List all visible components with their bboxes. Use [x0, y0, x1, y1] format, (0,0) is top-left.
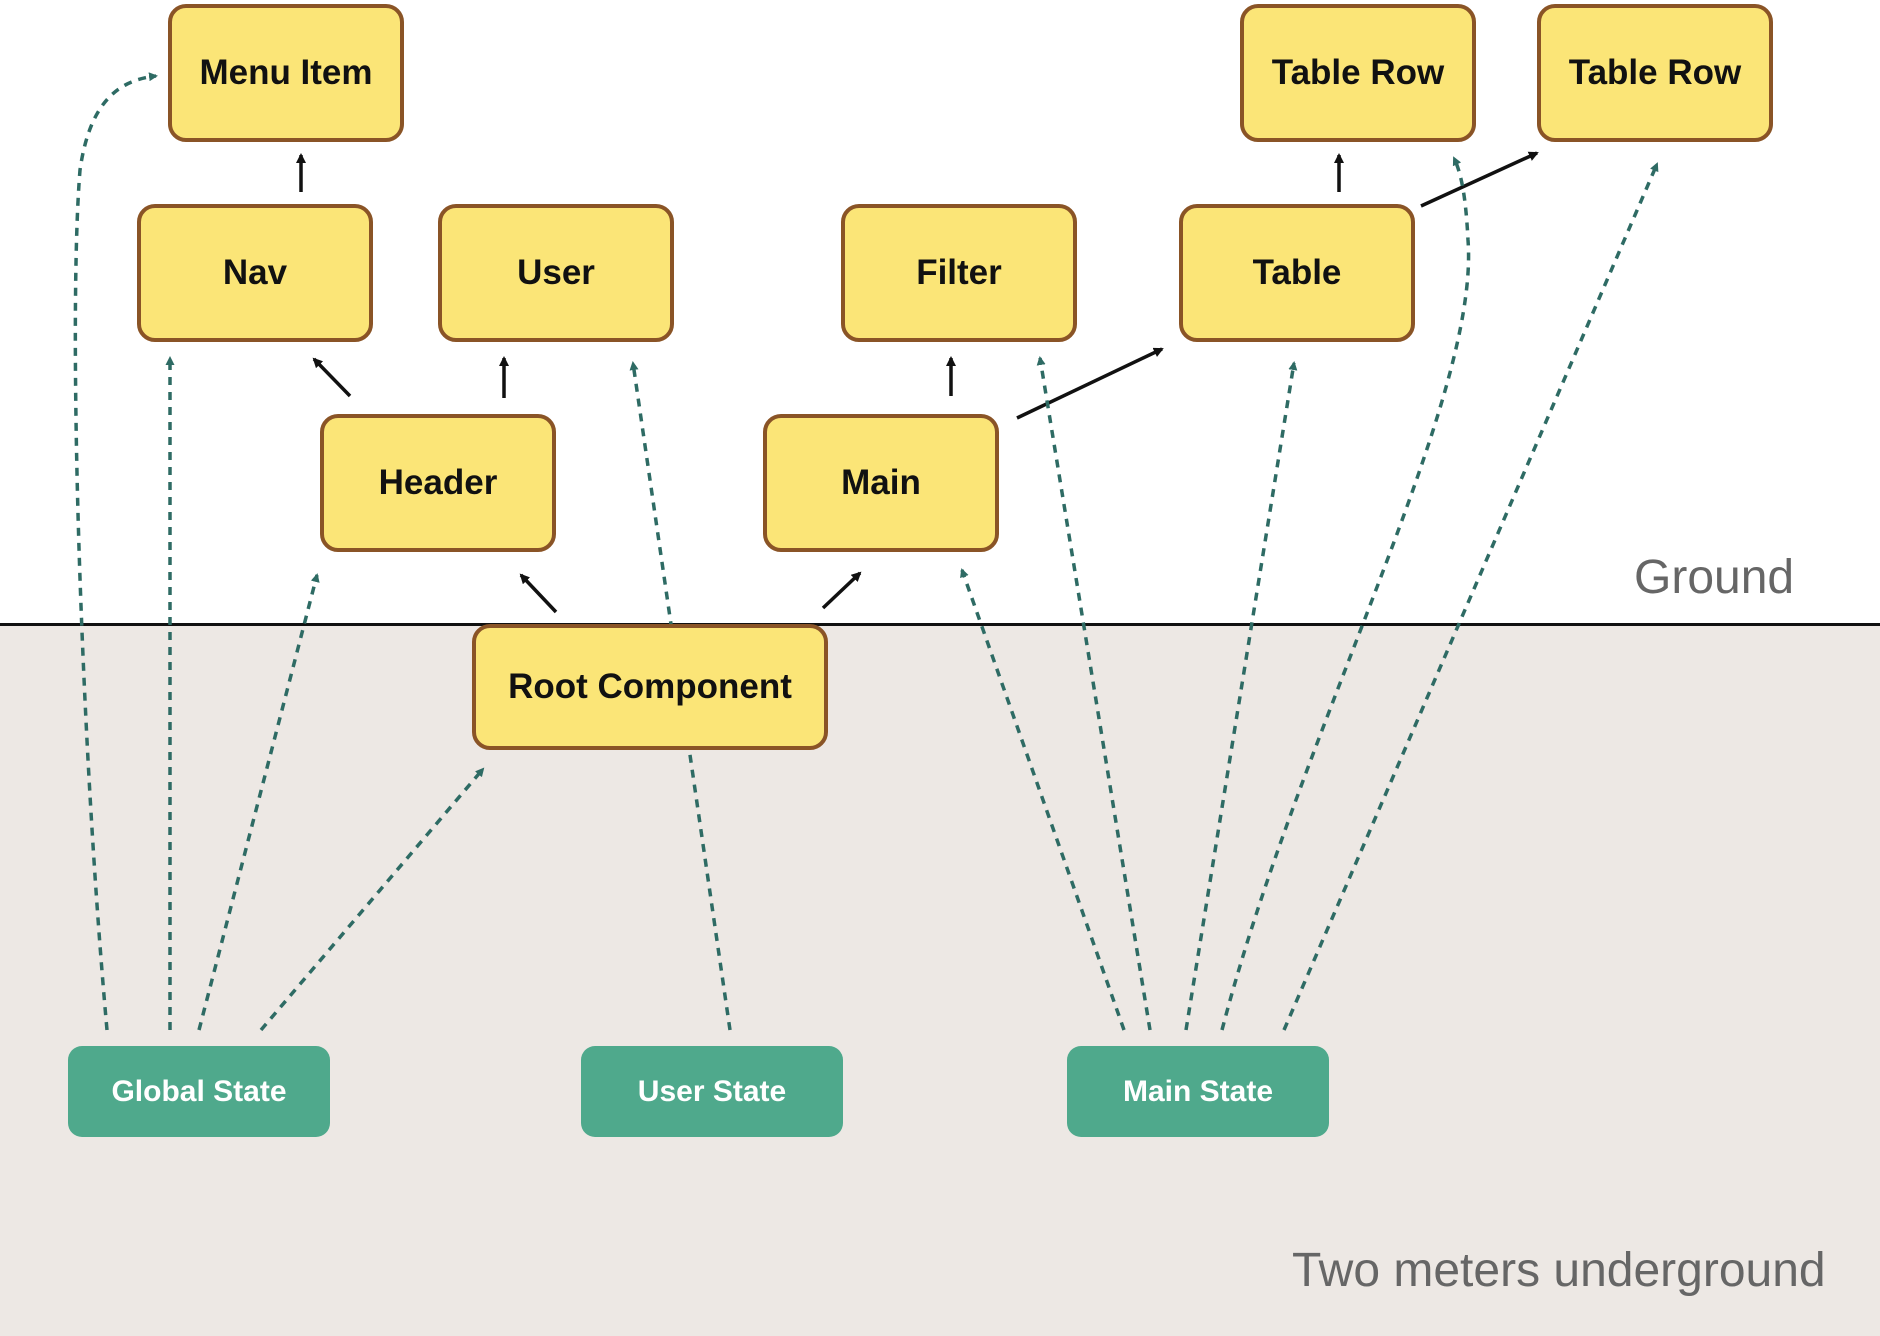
root-component: Root Component [472, 624, 828, 750]
state-link-main-table-row-1 [1220, 156, 1471, 1031]
header-component: Header [320, 414, 556, 552]
underground-label: Two meters underground [1292, 1244, 1826, 1297]
state-link-main-filter [1036, 356, 1152, 1031]
table-row-component-1: Table Row [1240, 4, 1476, 142]
ground-line [0, 623, 1880, 626]
table-row-component-2: Table Row [1537, 4, 1773, 142]
link-header-nav [312, 357, 352, 398]
state-link-main-main [960, 568, 1126, 1031]
state-link-main-table [1184, 361, 1298, 1031]
main-component: Main [763, 414, 999, 552]
link-main-table [1016, 347, 1164, 420]
nav-component: Nav [137, 204, 373, 342]
ground-label: Ground [1634, 551, 1795, 604]
state-link-main-table-row-2 [1282, 162, 1659, 1031]
user-component: User [438, 204, 674, 342]
state-link-global-header [197, 573, 320, 1031]
underground-area [0, 625, 1880, 1336]
state-link-global-root [259, 767, 485, 1032]
global-state-store: Global State [68, 1046, 330, 1137]
user-state-store: User State [581, 1046, 843, 1137]
filter-component: Filter [841, 204, 1077, 342]
link-table-table-row-2 [1420, 151, 1539, 208]
menu-item-component: Menu Item [168, 4, 404, 142]
link-root-main [821, 571, 862, 610]
link-root-header [519, 573, 558, 614]
main-state-store: Main State [1067, 1046, 1329, 1137]
state-link-global-menu-item [73, 72, 158, 1031]
table-component: Table [1179, 204, 1415, 342]
